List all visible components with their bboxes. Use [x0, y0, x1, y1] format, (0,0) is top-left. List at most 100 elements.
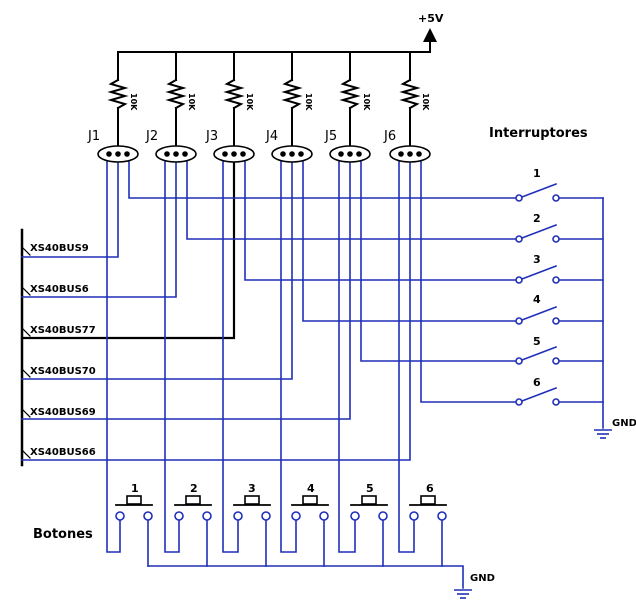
bus-label-5: XS40BUS69: [30, 407, 96, 418]
resistor-1: [107, 78, 129, 110]
bus-tick-1: [21, 246, 31, 256]
switch-lever-5: [520, 345, 558, 362]
switch-contact-left-5: [515, 357, 523, 365]
switch-lever-2: [520, 223, 558, 240]
black-wiring: [20, 39, 447, 506]
jumper-label-j3: J3: [205, 129, 218, 144]
switch-contact-left-4: [515, 317, 523, 325]
jumper-pin-1-1: [106, 151, 112, 157]
switch-contact-right-3: [552, 276, 560, 284]
bus-wire-2: [21, 159, 177, 298]
switch-wire-4: [302, 159, 517, 322]
button-contact-left-3: [233, 511, 243, 521]
button-contact-left-2: [174, 511, 184, 521]
jumper-pin-3-1: [222, 151, 228, 157]
bus-label-6: XS40BUS66: [30, 447, 96, 458]
resistor-3: [223, 78, 245, 110]
resistor-value-5: 10K: [362, 93, 371, 111]
button-contact-right-1: [143, 511, 153, 521]
button-wire-6: [398, 159, 415, 553]
switch-lever-3: [520, 264, 558, 281]
button-number-4: 4: [307, 482, 315, 495]
bus-label-4: XS40BUS70: [30, 366, 96, 377]
switch-contact-right-5: [552, 357, 560, 365]
button-cap-5: [361, 495, 377, 505]
button-cap-6: [420, 495, 436, 505]
bus-tick-6: [21, 449, 31, 459]
buttons-title: Botones: [33, 527, 93, 542]
jumper-pin-4-2: [289, 151, 295, 157]
gnd-label-buttons: GND: [470, 573, 495, 584]
blue-wiring: [20, 158, 604, 589]
resistor-value-6: 10K: [421, 93, 430, 111]
switch-number-5: 5: [533, 335, 541, 348]
button-numbers: 1 2 3 4 5 6: [131, 482, 434, 495]
button-contact-right-5: [378, 511, 388, 521]
jumper-pin-3-3: [240, 151, 246, 157]
button-cap-4: [302, 495, 318, 505]
switch-contact-left-1: [515, 194, 523, 202]
button-contact-right-6: [437, 511, 447, 521]
button-contact-left-4: [291, 511, 301, 521]
bus-wire-6: [21, 159, 411, 461]
jumper-label-j6: J6: [383, 129, 396, 144]
switch-contact-right-2: [552, 235, 560, 243]
button-wire-5: [338, 159, 356, 553]
resistor-5: [339, 78, 361, 110]
jumper-pin-2-1: [164, 151, 170, 157]
switch-number-1: 1: [533, 167, 541, 180]
switch-contact-left-2: [515, 235, 523, 243]
jumper-pin-4-3: [298, 151, 304, 157]
jumper-labels: J1 J2 J3 J4 J5 J6: [87, 129, 396, 144]
button-wire-2: [164, 159, 180, 553]
switch-contact-right-1: [552, 194, 560, 202]
jumper-label-j2: J2: [145, 129, 158, 144]
resistor-6: [399, 78, 421, 110]
switch-number-6: 6: [533, 376, 541, 389]
switch-number-3: 3: [533, 253, 541, 266]
bus-wire-1: [21, 159, 119, 258]
switch-lever-6: [520, 386, 558, 403]
switch-lever-4: [520, 305, 558, 322]
gnd-label-switches: GND: [612, 418, 636, 429]
button-contact-right-2: [202, 511, 212, 521]
button-contact-right-3: [261, 511, 271, 521]
button-number-5: 5: [366, 482, 374, 495]
components: [97, 28, 612, 599]
button-contact-left-1: [115, 511, 125, 521]
button-contact-left-6: [409, 511, 419, 521]
button-number-2: 2: [190, 482, 198, 495]
bus-label-3: XS40BUS77: [30, 325, 96, 336]
button-number-3: 3: [248, 482, 256, 495]
resistor-value-labels: 10K 10K 10K 10K 10K 10K: [129, 93, 430, 111]
bus-label-1: XS40BUS9: [30, 243, 89, 254]
switch-wire-5: [360, 159, 517, 362]
jumper-pin-3-2: [231, 151, 237, 157]
resistor-value-4: 10K: [304, 93, 313, 111]
bus-labels: XS40BUS9 XS40BUS6 XS40BUS77 XS40BUS70 XS…: [30, 243, 96, 458]
button-cap-2: [185, 495, 201, 505]
switch-wire-6: [420, 159, 517, 403]
bus-tick-2: [21, 286, 31, 296]
resistor-value-2: 10K: [187, 93, 196, 111]
switch-numbers: 1 2 3 4 5 6: [533, 167, 541, 389]
switch-contact-left-3: [515, 276, 523, 284]
jumper-pin-5-2: [347, 151, 353, 157]
button-ground-rail: [147, 565, 464, 589]
jumper-pin-5-3: [356, 151, 362, 157]
button-contact-left-5: [350, 511, 360, 521]
ground-switches-icon: [594, 429, 612, 439]
jumper-pin-1-3: [124, 151, 130, 157]
button-wire-4: [280, 159, 297, 553]
resistor-2: [165, 78, 187, 110]
jumper-label-j4: J4: [265, 129, 278, 144]
jumper-pin-5-1: [338, 151, 344, 157]
jumper-pin-6-1: [398, 151, 404, 157]
resistor-value-3: 10K: [245, 93, 254, 111]
jumper-pin-6-2: [407, 151, 413, 157]
jumper-pin-4-1: [280, 151, 286, 157]
jumper-label-j5: J5: [324, 129, 337, 144]
switch-number-4: 4: [533, 293, 541, 306]
ground-buttons-icon: [454, 589, 472, 599]
switch-wire-3: [244, 159, 517, 281]
